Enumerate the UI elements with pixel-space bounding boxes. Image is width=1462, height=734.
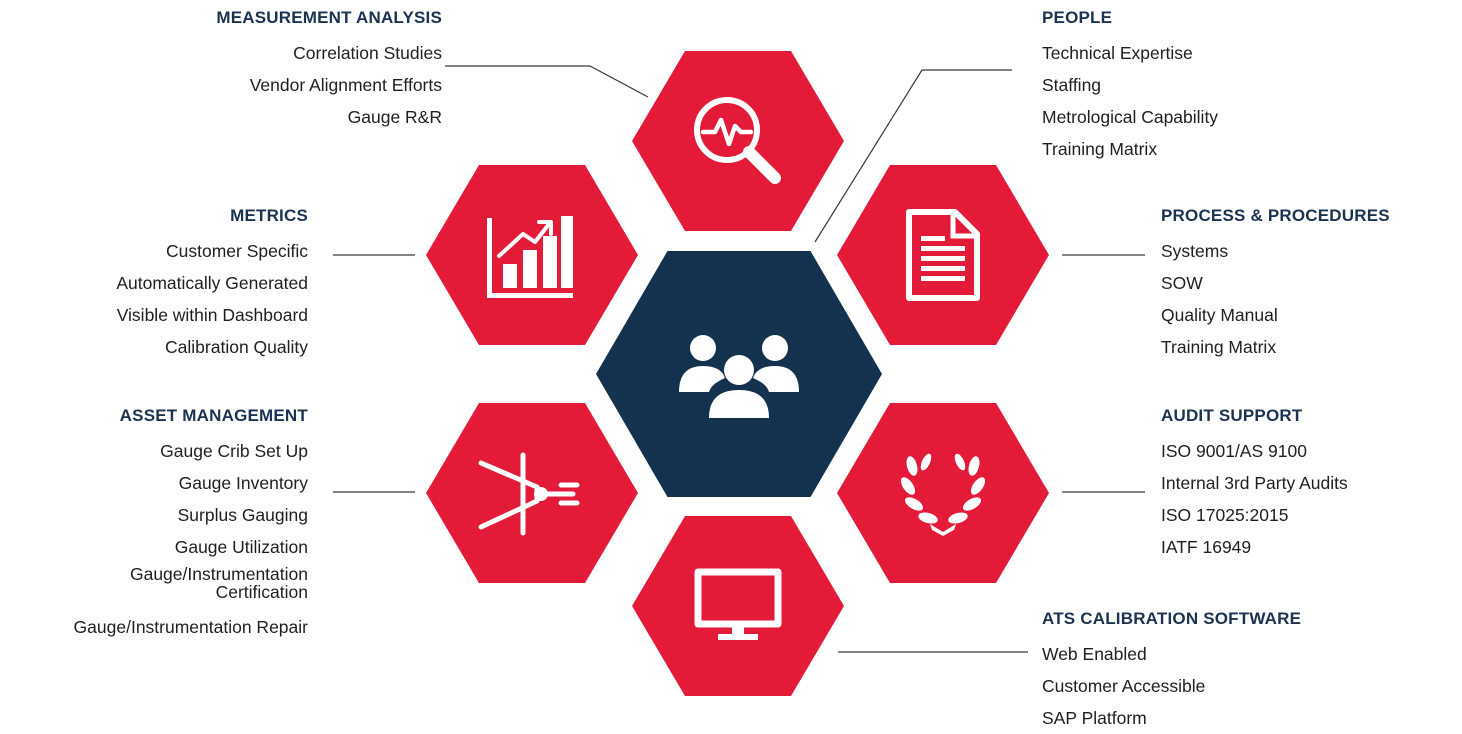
connector-people xyxy=(814,69,1012,243)
list-item: Gauge/Instrumentation Repair xyxy=(73,617,308,637)
list-item: Visible within Dashboard xyxy=(116,305,308,325)
people-group-icon xyxy=(675,326,803,422)
section-heading: PEOPLE xyxy=(1042,8,1113,27)
list-item: SOW xyxy=(1161,273,1203,293)
section-heading: ATS CALIBRATION SOFTWARE xyxy=(1042,609,1302,628)
list-item: Customer Accessible xyxy=(1042,676,1206,696)
list-item: Training Matrix xyxy=(1042,139,1158,159)
bar-chart-growth-icon xyxy=(487,212,577,298)
section-heading: PROCESS & PROCEDURES xyxy=(1161,206,1390,225)
list-item: Calibration Quality xyxy=(165,337,308,357)
section-metrics: METRICS Customer Specific Automatically … xyxy=(116,206,308,363)
list-item: Gauge R&R xyxy=(347,107,442,127)
center-hexagon xyxy=(596,251,882,497)
list-item: ISO 9001/AS 9100 xyxy=(1161,441,1307,461)
section-asset-management: ASSET MANAGEMENT Gauge Crib Set Up Gauge… xyxy=(68,406,308,643)
list-item: Training Matrix xyxy=(1161,337,1277,357)
document-icon xyxy=(905,208,981,302)
list-item: Gauge Inventory xyxy=(178,473,308,493)
laurel-wreath-icon xyxy=(898,448,988,538)
item-list: Gauge Crib Set Up Gauge Inventory Surplu… xyxy=(68,435,308,643)
list-item: SAP Platform xyxy=(1042,708,1147,728)
list-item: Web Enabled xyxy=(1042,644,1147,664)
section-heading: METRICS xyxy=(230,206,308,225)
list-item: Gauge Utilization xyxy=(174,537,308,557)
list-item: Customer Specific xyxy=(166,241,308,261)
item-list: Web Enabled Customer Accessible SAP Plat… xyxy=(1042,638,1301,734)
section-calibration-software: ATS CALIBRATION SOFTWARE Web Enabled Cus… xyxy=(1042,609,1301,734)
list-item: Correlation Studies xyxy=(293,43,442,63)
item-list: Technical Expertise Staffing Metrologica… xyxy=(1042,37,1218,165)
list-item: Surplus Gauging xyxy=(177,505,308,525)
monitor-icon xyxy=(694,568,782,644)
section-process-procedures: PROCESS & PROCEDURES Systems SOW Quality… xyxy=(1161,206,1390,363)
item-list: Systems SOW Quality Manual Training Matr… xyxy=(1161,235,1390,363)
list-item: Vendor Alignment Efforts xyxy=(249,75,442,95)
list-item: Gauge Crib Set Up xyxy=(160,441,308,461)
compass-divider-icon xyxy=(477,447,587,539)
list-item: Gauge/Instrumentation Certification xyxy=(68,563,308,611)
section-heading: AUDIT SUPPORT xyxy=(1161,406,1303,425)
list-item: Metrological Capability xyxy=(1042,107,1219,127)
section-measurement-analysis: MEASUREMENT ANALYSIS Correlation Studies… xyxy=(216,8,442,133)
list-item: Internal 3rd Party Audits xyxy=(1161,473,1348,493)
list-item: ISO 17025:2015 xyxy=(1161,505,1289,525)
section-heading: MEASUREMENT ANALYSIS xyxy=(216,8,442,27)
list-item: Staffing xyxy=(1042,75,1102,95)
list-item-text: Gauge/Instrumentation Certification xyxy=(129,564,308,602)
list-item: IATF 16949 xyxy=(1161,537,1252,557)
connector-measurement-analysis xyxy=(445,65,649,98)
item-list: Customer Specific Automatically Generate… xyxy=(116,235,308,363)
section-audit-support: AUDIT SUPPORT ISO 9001/AS 9100 Internal … xyxy=(1161,406,1348,563)
list-item: Automatically Generated xyxy=(116,273,308,293)
item-list: Correlation Studies Vendor Alignment Eff… xyxy=(216,37,442,133)
magnifier-heartbeat-icon xyxy=(683,86,793,196)
list-item: Technical Expertise xyxy=(1042,43,1193,63)
section-people: PEOPLE Technical Expertise Staffing Metr… xyxy=(1042,8,1218,165)
section-heading: ASSET MANAGEMENT xyxy=(119,406,308,425)
item-list: ISO 9001/AS 9100 Internal 3rd Party Audi… xyxy=(1161,435,1348,563)
list-item: Quality Manual xyxy=(1161,305,1278,325)
list-item: Systems xyxy=(1161,241,1229,261)
